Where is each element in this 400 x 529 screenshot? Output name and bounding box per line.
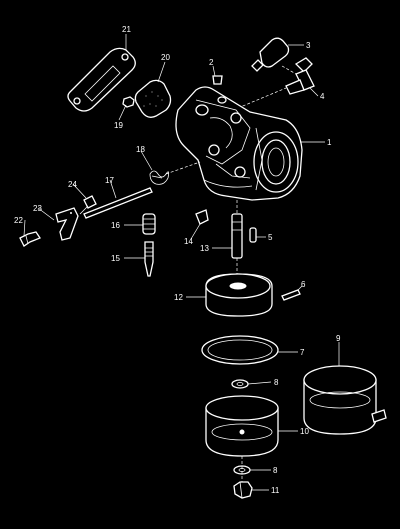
label-5: 5 xyxy=(268,233,273,242)
label-8b: 8 xyxy=(273,466,278,475)
label-6: 6 xyxy=(301,280,306,289)
label-7: 7 xyxy=(300,348,305,357)
lever-23 xyxy=(55,207,79,241)
tube-13 xyxy=(231,200,243,259)
label-22: 22 xyxy=(14,216,23,225)
fitting-4 xyxy=(237,57,315,109)
label-10: 10 xyxy=(300,427,309,436)
screw-22 xyxy=(19,231,41,247)
pin-6 xyxy=(281,289,301,301)
plug-2 xyxy=(212,75,223,85)
shaft-17 xyxy=(83,187,153,219)
label-24: 24 xyxy=(68,180,77,189)
label-9: 9 xyxy=(336,334,341,343)
needle-15 xyxy=(144,241,154,277)
label-14: 14 xyxy=(184,237,193,246)
label-18: 18 xyxy=(136,145,145,154)
label-11: 11 xyxy=(271,486,280,495)
spring-18 xyxy=(149,161,201,185)
float-12 xyxy=(205,258,273,317)
label-13: 13 xyxy=(200,244,209,253)
label-16: 16 xyxy=(111,221,120,230)
gasket-21 xyxy=(67,47,136,112)
part-labels: 21 20 2 3 4 19 1 18 17 24 23 22 16 14 5 … xyxy=(14,25,341,495)
screw-24 xyxy=(79,195,97,215)
label-21: 21 xyxy=(122,25,131,34)
ring-7 xyxy=(201,335,279,365)
label-1: 1 xyxy=(327,138,332,147)
label-12: 12 xyxy=(174,293,183,302)
plate-20 xyxy=(134,79,172,118)
nut-19 xyxy=(122,96,135,108)
label-8a: 8 xyxy=(274,378,279,387)
seat-14 xyxy=(195,209,209,225)
label-20: 20 xyxy=(161,53,170,62)
label-23: 23 xyxy=(33,204,42,213)
bowl-10 xyxy=(205,395,279,457)
nut-11 xyxy=(233,456,253,499)
leader-lines xyxy=(23,34,340,491)
pin-5 xyxy=(249,227,257,243)
washer-8a xyxy=(231,379,249,389)
label-3: 3 xyxy=(306,41,311,50)
carburetor-body-1 xyxy=(175,86,303,201)
spring-16 xyxy=(142,213,156,235)
label-2: 2 xyxy=(209,58,214,67)
fitting-3 xyxy=(251,37,290,72)
label-15: 15 xyxy=(111,254,120,263)
label-17: 17 xyxy=(105,176,114,185)
bowl-9 xyxy=(303,365,387,435)
label-19: 19 xyxy=(114,121,123,130)
label-4: 4 xyxy=(320,92,325,101)
